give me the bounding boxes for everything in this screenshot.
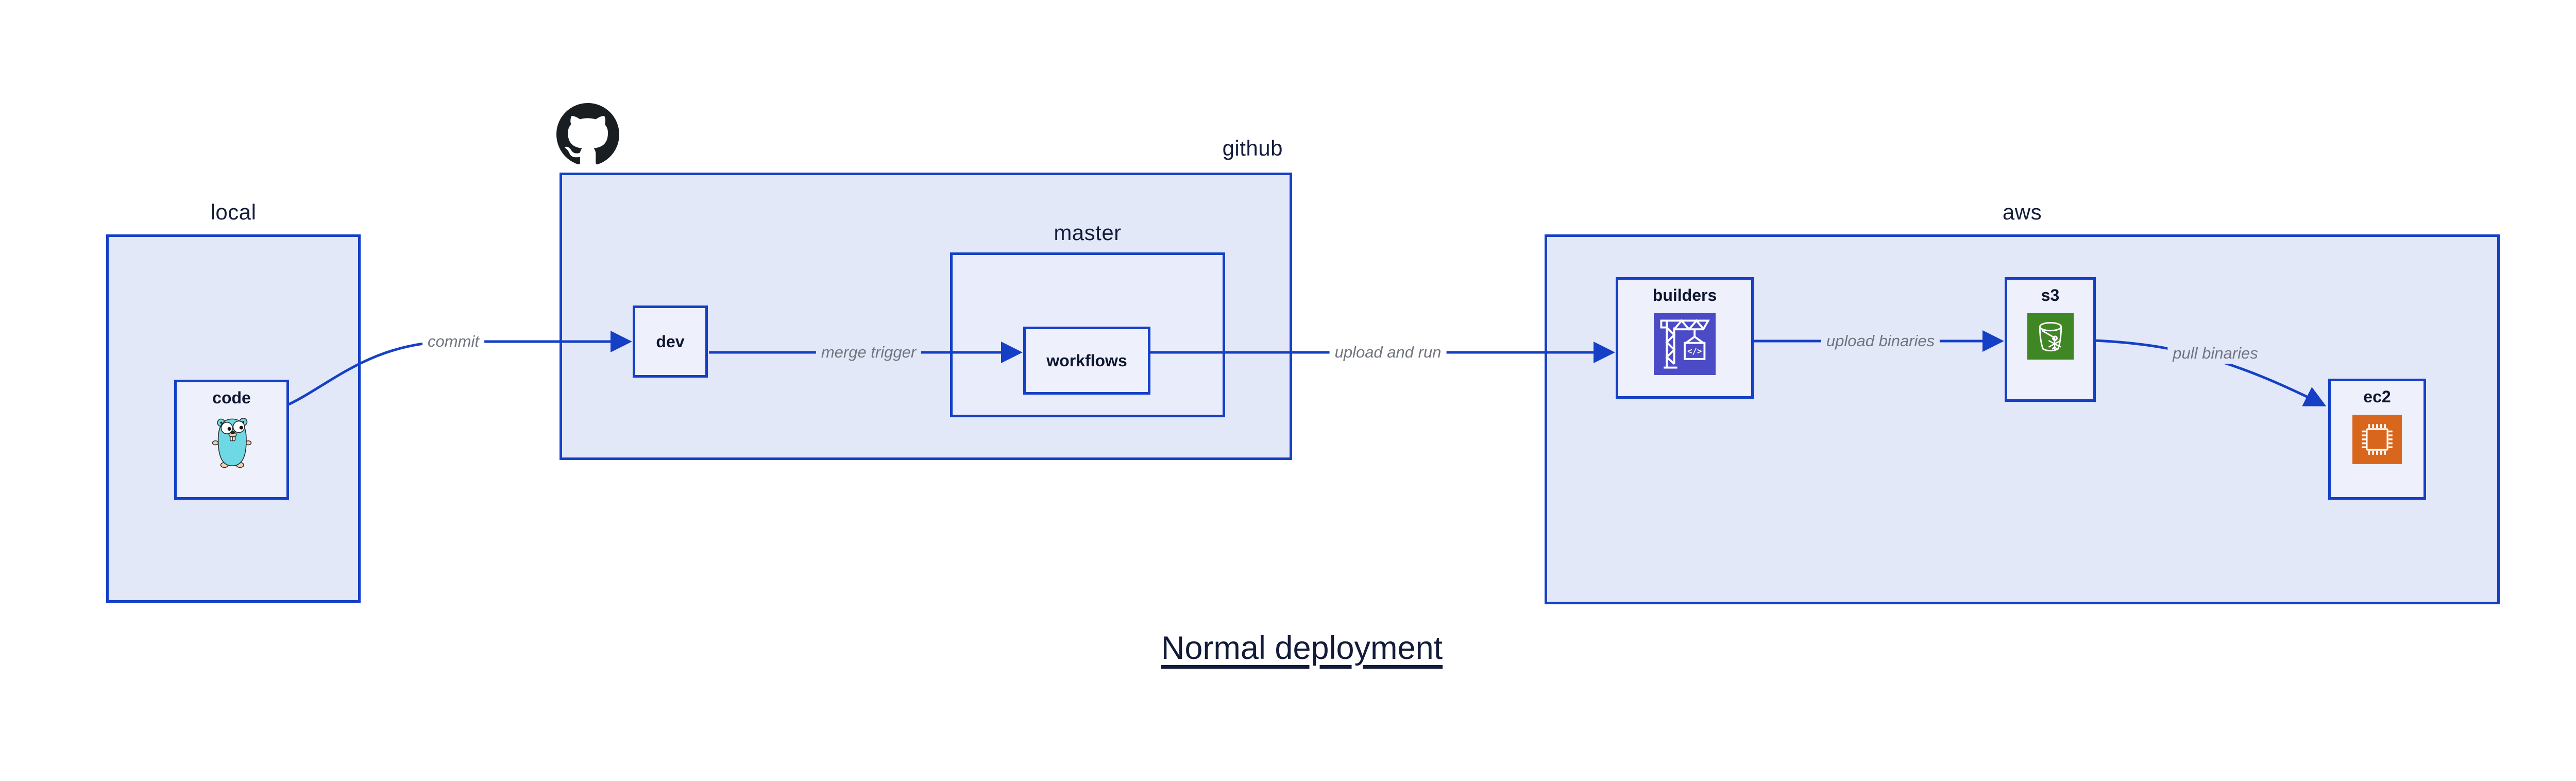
s3-node: s3 [2005,277,2096,402]
github-group-label: github [1222,136,1283,160]
github-octocat-icon [556,103,619,164]
builders-node-label: builders [1652,286,1717,304]
ec2-node-label: ec2 [2363,387,2391,406]
master-group-label: master [1054,220,1122,245]
ec2-chip-icon [2352,415,2402,464]
edge-label-upload-and-run: upload and run [1329,342,1447,363]
s3-node-label: s3 [2041,286,2060,304]
dev-node-label: dev [656,332,685,351]
local-group-label: local [210,200,257,224]
workflows-node: workflows [1023,327,1150,395]
go-gopher-icon [212,417,251,468]
edge-label-pull-binaries: pull binaries [2167,343,2263,364]
dev-node: dev [633,305,708,378]
builders-node: builders </> [1616,277,1754,399]
code-node: code [174,380,289,500]
svg-text:</>: </> [1687,347,1702,356]
codebuild-crane-icon: </> [1654,313,1716,375]
edge-label-upload-binaries: upload binaries [1821,331,1940,351]
code-node-label: code [212,388,251,407]
workflows-node-label: workflows [1046,351,1127,370]
s3-glacier-bucket-icon [2027,313,2074,360]
diagram-title: Normal deployment [1161,630,1443,666]
edge-label-commit: commit [422,331,484,352]
ec2-node: ec2 [2328,379,2426,500]
aws-group-label: aws [2002,200,2042,224]
edge-label-merge-trigger: merge trigger [816,342,922,363]
